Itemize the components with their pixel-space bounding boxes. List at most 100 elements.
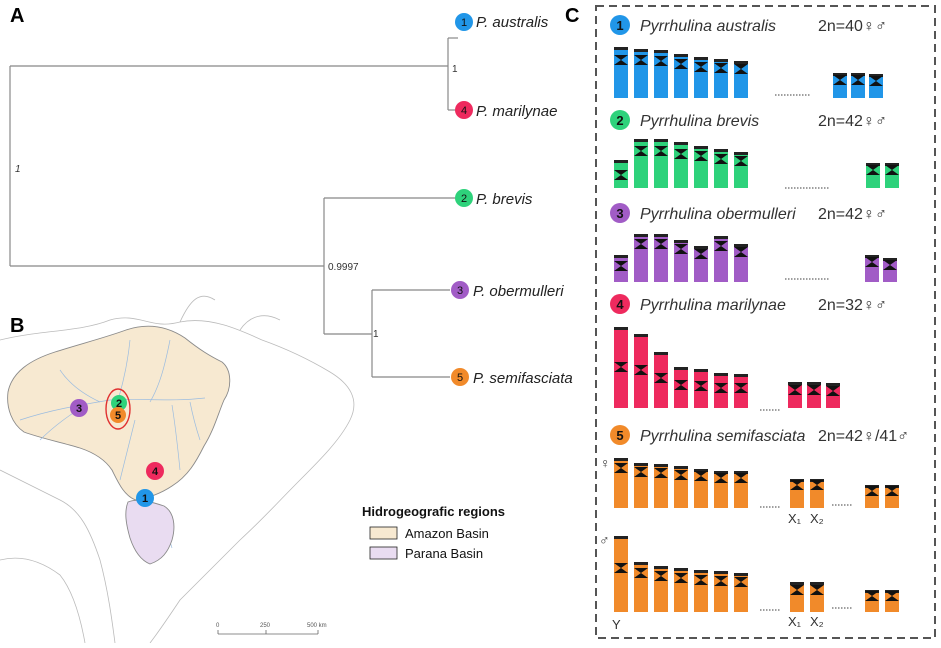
chromosome	[734, 471, 748, 508]
chromosome	[654, 464, 668, 508]
chromosome	[694, 146, 708, 188]
species-marker-2	[455, 189, 473, 207]
tree-tip-marilynae: 4 P. marilynae	[455, 101, 557, 120]
karyotype-header-australis: 1 Pyrrhulina australis 2n=40♀♂	[610, 15, 887, 35]
map-scale-bar: 0 250 500 km	[216, 623, 327, 635]
karyotype-panel-border	[595, 5, 936, 639]
chromosome	[714, 236, 728, 282]
chromosome	[694, 246, 708, 282]
svg-text:4: 4	[616, 297, 624, 312]
legend-swatch-parana	[369, 546, 398, 560]
chromosome	[788, 382, 802, 408]
tip-name: P. brevis	[476, 191, 533, 208]
support-obermulleri-semifasciata: 1	[373, 329, 379, 340]
tip-number: 5	[457, 372, 463, 384]
tip-name: P. marilynae	[476, 103, 557, 120]
map-marker-5: 5	[110, 407, 126, 423]
chromosome	[810, 582, 824, 612]
chromosome	[851, 73, 865, 98]
svg-text:5: 5	[115, 410, 121, 422]
karyo-formula: 2n=42♀/41♂	[818, 428, 909, 445]
karyo-marker-1	[610, 15, 630, 35]
chromosome	[654, 352, 668, 408]
chromosome	[614, 47, 628, 98]
chromosome	[654, 139, 668, 188]
tip-number: 3	[457, 285, 463, 297]
chromosome	[734, 152, 748, 188]
panel-label-c: C	[565, 5, 579, 27]
chromosome	[885, 485, 899, 508]
chromosome	[865, 485, 879, 508]
chromosome	[634, 49, 648, 98]
tree-tip-australis: 1 P. australis	[455, 13, 549, 31]
karyo-formula: 2n=42♀♂	[818, 113, 887, 130]
female-symbol: ♀	[600, 455, 611, 471]
chromosome	[807, 382, 821, 408]
chromosome	[654, 566, 668, 612]
chromosome	[826, 383, 840, 408]
chromosome	[694, 57, 708, 98]
tip-name: P. semifasciata	[473, 370, 573, 387]
svg-text:3: 3	[616, 206, 623, 221]
male-symbol: ♂	[599, 532, 610, 548]
karyo-marker-2	[610, 110, 630, 130]
tip-name: P. australis	[476, 14, 549, 31]
tip-number: 1	[461, 17, 467, 29]
svg-text:1: 1	[616, 18, 623, 33]
south-america-map: 2 5 3 4 1 0 250 500 km	[0, 295, 355, 644]
chromosome	[790, 479, 804, 508]
svg-text:0: 0	[216, 623, 220, 629]
x2-label-female: X₂	[810, 511, 824, 526]
map-marker-4: 4	[146, 462, 164, 480]
chromosome	[810, 479, 824, 508]
karyo-species-name: Pyrrhulina semifasciata	[640, 428, 806, 445]
chromosome	[674, 466, 688, 508]
chromosome	[634, 139, 648, 188]
chromosome	[883, 258, 897, 282]
chromosome	[654, 234, 668, 282]
chromosome	[790, 582, 804, 612]
svg-text:4: 4	[152, 466, 159, 478]
chromosome	[654, 50, 668, 98]
chromosome	[694, 369, 708, 408]
chromosome	[614, 255, 628, 282]
svg-text:2: 2	[616, 113, 623, 128]
map-marker-2: 2	[111, 395, 127, 411]
chromosome	[869, 74, 883, 98]
chromosome	[714, 149, 728, 188]
karyo-formula: 2n=42♀♂	[818, 206, 887, 223]
panel-label-b: B	[10, 315, 24, 337]
karyo-marker-5	[610, 425, 630, 445]
phylogenetic-tree	[9, 37, 458, 378]
species-marker-1	[455, 13, 473, 31]
karyo-marker-3	[610, 203, 630, 223]
karyo-species-name: Pyrrhulina brevis	[640, 113, 759, 130]
karyo-species-name: Pyrrhulina australis	[640, 18, 776, 35]
chromosome	[674, 367, 688, 408]
chromosome	[634, 234, 648, 282]
chromosome	[674, 568, 688, 612]
species-marker-4	[455, 101, 473, 119]
chromosome	[674, 240, 688, 282]
chromosome	[614, 536, 628, 612]
tree-tip-obermulleri: 3 P. obermulleri	[451, 281, 564, 300]
country-borders	[0, 295, 355, 644]
legend-title: Hidrogeografic regions	[362, 504, 505, 519]
map-marker-3: 3	[70, 399, 88, 417]
chromosome	[634, 562, 648, 612]
svg-text:3: 3	[76, 403, 82, 415]
chromosome	[714, 373, 728, 408]
chromosome	[734, 244, 748, 282]
chromosome	[694, 570, 708, 612]
chromosome	[833, 73, 847, 98]
chromosome	[865, 590, 879, 612]
chromosome	[694, 469, 708, 508]
panel-label-a: A	[10, 5, 24, 27]
tip-name: P. obermulleri	[473, 283, 564, 300]
root-support-label: 1	[15, 164, 21, 175]
tip-number: 2	[461, 193, 467, 205]
chromosome	[734, 61, 748, 98]
sympatry-ellipse	[105, 388, 131, 430]
karyotype-header-marilynae: 4 Pyrrhulina marilynae 2n=32♀♂	[610, 294, 887, 314]
